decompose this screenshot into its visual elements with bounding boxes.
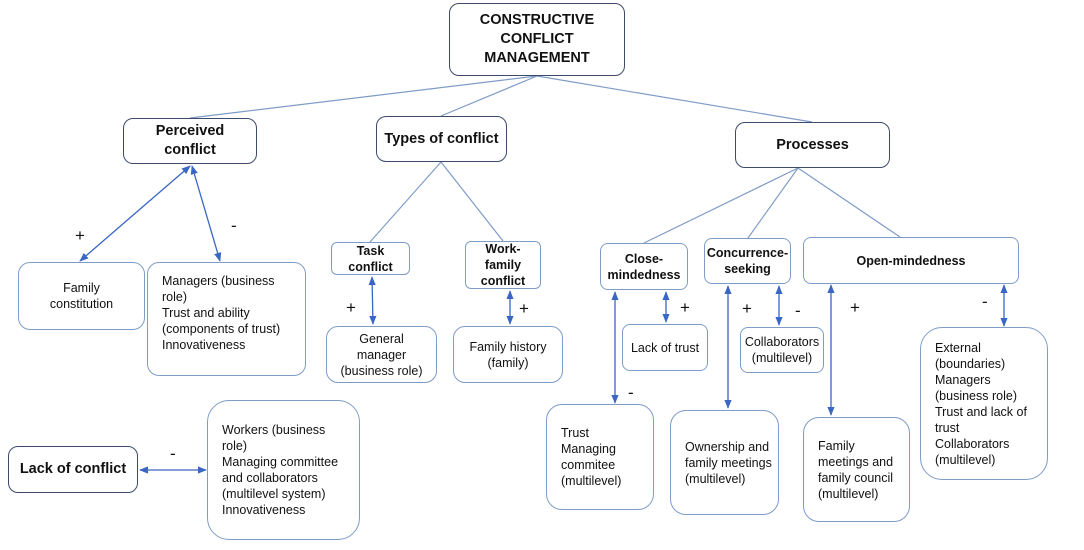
concurrence-label: Concurrence-seeking [706, 246, 789, 276]
perceived-label: Perceived conflict [155, 123, 225, 158]
plus-sign: + [850, 298, 860, 317]
text-line: Managing commitee [561, 442, 616, 472]
link-processes-close [643, 167, 799, 244]
text-line: Innovativeness [162, 338, 246, 352]
text-line: Collaborators [744, 335, 820, 349]
text-line: General [359, 331, 404, 346]
minus-sign: - [795, 301, 801, 320]
text-line: External (boundaries) [935, 340, 1006, 371]
text-line: (multilevel) [751, 351, 813, 365]
processes-node: Processes [735, 122, 890, 168]
text-line: Trust and lack of trust [935, 404, 1027, 435]
root-node: CONSTRUCTIVE CONFLICT MANAGEMENT [449, 3, 625, 76]
family-history-box: Family history(family) [453, 326, 563, 383]
text-line: Trust and ability (components of trust) [162, 306, 281, 336]
plus-sign: + [346, 298, 356, 317]
text-line: Lack of trust [630, 340, 700, 355]
text-line: Managing committee and collaborators (mu… [222, 455, 339, 501]
arrow-perceived-managers [190, 165, 222, 262]
external-box: External (boundaries)Managers (business … [920, 327, 1048, 480]
text-line: Trust [561, 426, 590, 440]
open-mindedness-node: Open-mindedness [803, 237, 1019, 284]
plus-sign: + [75, 226, 85, 245]
perceived-conflict-node: Perceived conflict [123, 118, 257, 164]
minus-sign: - [628, 383, 634, 402]
root-label: CONSTRUCTIVE CONFLICT MANAGEMENT [479, 12, 595, 66]
task-conflict-node: Task conflict [331, 242, 410, 275]
text-line: Family meetings and family council [818, 438, 894, 485]
link-types-workfamily [440, 161, 504, 242]
concurrence-seeking-node: Concurrence-seeking [704, 238, 791, 284]
link-root-perceived [189, 75, 538, 119]
arrow-task-gm [368, 276, 377, 325]
plus-sign: + [742, 299, 752, 318]
text-line: (multilevel) [561, 474, 622, 488]
link-processes-open [797, 167, 901, 238]
text-line: Family [63, 281, 100, 295]
minus-sign: - [231, 216, 237, 235]
text-line: Managers (business role) [935, 372, 1017, 403]
lack-label: Lack of conflict [19, 461, 127, 477]
text-line: Collaborators (multilevel) [935, 436, 1010, 467]
text-line: Innovativeness [222, 503, 306, 517]
close-mindedness-node: Close-mindedness [600, 243, 688, 290]
text-line: manager [356, 347, 407, 362]
plus-sign: + [519, 299, 529, 318]
lack-of-trust-box: Lack of trust [622, 324, 708, 371]
open-label: Open-mindedness [856, 253, 966, 268]
processes-label: Processes [776, 136, 849, 153]
text-line: (multilevel) [685, 471, 746, 486]
text-line: Managers (business role) [162, 274, 275, 304]
text-line: Family history [469, 339, 547, 354]
task-label: Task conflict [348, 243, 393, 274]
types-of-conflict-node: Types of conflict [376, 116, 507, 162]
plus-sign: + [680, 298, 690, 317]
family-meetings-box: Family meetings and family council(multi… [803, 417, 910, 522]
arrow-perceived-family [79, 165, 191, 262]
text-line: (family) [487, 355, 529, 370]
minus-sign: - [170, 444, 176, 463]
text-line: Workers (business role) [222, 423, 326, 453]
close-label: Close-mindedness [607, 251, 681, 282]
text-line: constitution [49, 297, 114, 311]
text-line: (business role) [340, 363, 423, 378]
ownership-box: Ownership and family meetings(multilevel… [670, 410, 779, 515]
family-constitution-box: Family constitution [18, 262, 145, 330]
text-line: Ownership and family meetings [685, 439, 772, 470]
collaborators-box: Collaborators (multilevel) [740, 327, 824, 373]
workers-box: Workers (business role)Managing committe… [207, 400, 360, 540]
work-family-conflict-node: Work-family conflict [465, 241, 541, 289]
managers-box: Managers (business role)Trust and abilit… [147, 262, 306, 376]
link-root-types [440, 75, 538, 117]
minus-sign: - [982, 292, 988, 311]
lack-of-conflict-node: Lack of conflict [8, 446, 138, 493]
text-line: (multilevel) [818, 486, 879, 501]
link-types-task [369, 161, 442, 243]
work-family-label: Work-family conflict [480, 242, 526, 288]
types-label: Types of conflict [384, 130, 499, 147]
link-processes-concurrence [747, 167, 799, 239]
link-root-processes [536, 75, 813, 123]
